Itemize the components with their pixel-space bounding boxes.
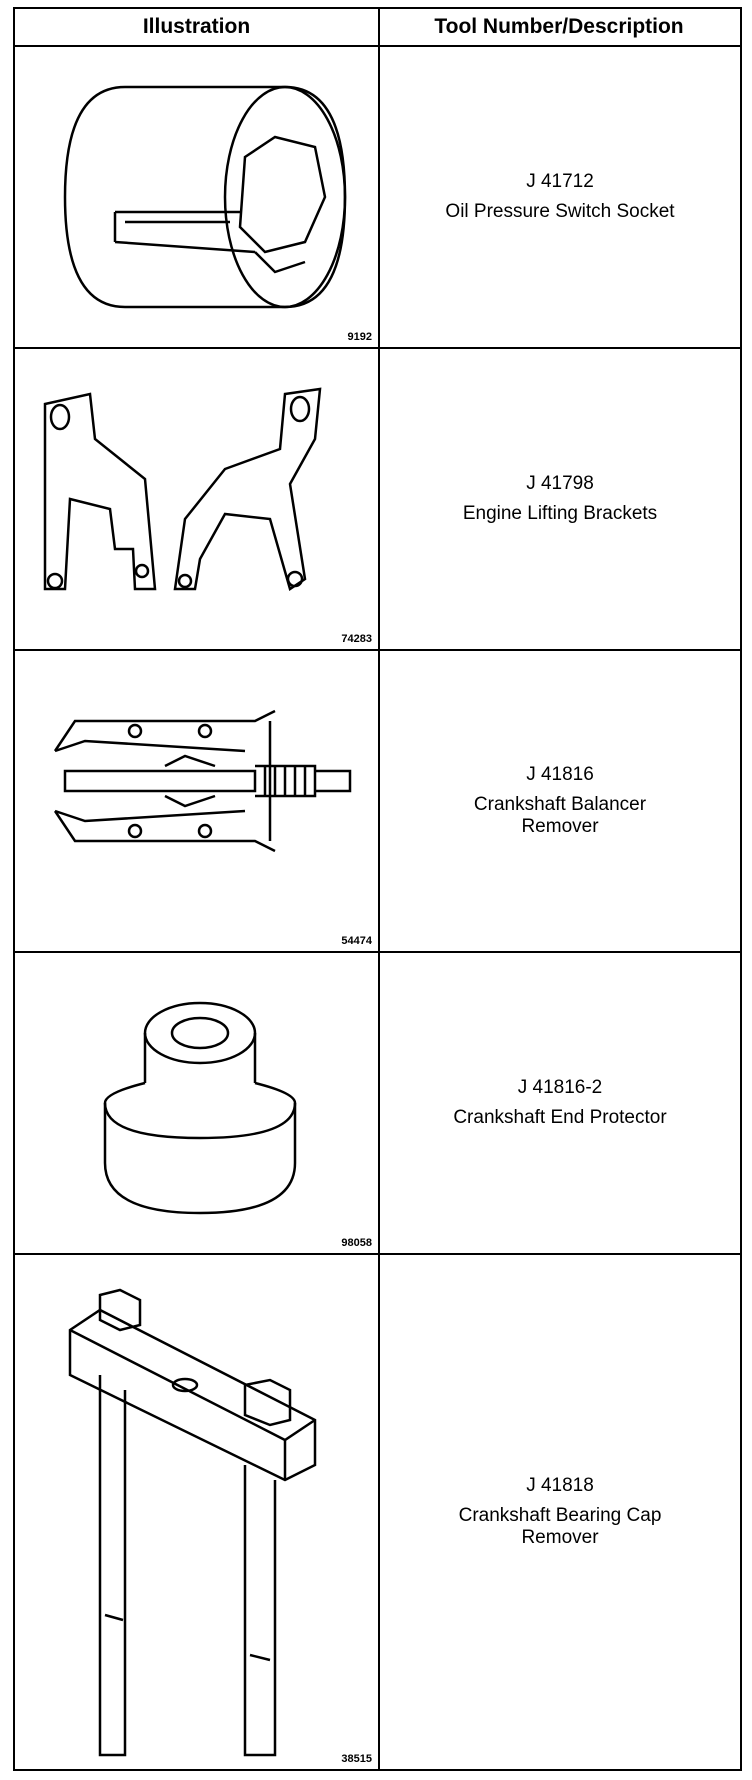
tool-description: Oil Pressure Switch Socket: [445, 201, 675, 222]
description-cell: J 41798 Engine Lifting Brackets: [380, 349, 740, 649]
tool-description: Crankshaft Bearing Cap Remover: [458, 1505, 662, 1548]
table-row: 74283 J 41798 Engine Lifting Brackets: [15, 349, 740, 651]
table-header: Illustration Tool Number/Description: [15, 9, 740, 47]
figure-number: 74283: [341, 633, 372, 645]
tool-number: J 41798: [526, 473, 594, 494]
lifting-bracket-icon: [43, 387, 322, 591]
header-illustration: Illustration: [142, 15, 251, 38]
illustration-cell: 98058: [15, 953, 378, 1253]
table-row: 54474 J 41816 Crankshaft Balancer Remove…: [15, 651, 740, 953]
column-divider: [378, 9, 380, 1769]
illustration-cell: 74283: [15, 349, 378, 649]
puller-icon: [53, 709, 352, 853]
end-protector-icon: [103, 1001, 297, 1215]
illustration-cell: 38515: [15, 1255, 378, 1769]
tool-number: J 41712: [526, 171, 594, 192]
tool-description: Engine Lifting Brackets: [462, 503, 658, 524]
description-cell: J 41818 Crankshaft Bearing Cap Remover: [380, 1255, 740, 1769]
table-row: 9192 J 41712 Oil Pressure Switch Socket: [15, 47, 740, 349]
tool-description: Crankshaft Balancer Remover: [473, 794, 647, 837]
tool-number: J 41816-2: [517, 1077, 603, 1098]
figure-number: 9192: [347, 331, 372, 343]
header-tool-number: Tool Number/Description: [434, 15, 684, 38]
figure-number: 54474: [341, 935, 372, 947]
table-row: 98058 J 41816-2 Crankshaft End Protector: [15, 953, 740, 1255]
illustration-cell: 9192: [15, 47, 378, 347]
tool-number: J 41816: [526, 764, 594, 785]
figure-number: 38515: [341, 1753, 372, 1765]
tool-table: Illustration Tool Number/Description 919…: [13, 7, 742, 1771]
description-cell: J 41816 Crankshaft Balancer Remover: [380, 651, 740, 951]
socket-icon: [63, 85, 347, 309]
description-cell: J 41816-2 Crankshaft End Protector: [380, 953, 740, 1253]
bearing-cap-remover-icon: [68, 1288, 317, 1757]
tool-number: J 41818: [526, 1475, 594, 1496]
illustration-cell: 54474: [15, 651, 378, 951]
description-cell: J 41712 Oil Pressure Switch Socket: [380, 47, 740, 347]
tool-description: Crankshaft End Protector: [453, 1107, 667, 1128]
figure-number: 98058: [341, 1237, 372, 1249]
table-row: 38515 J 41818 Crankshaft Bearing Cap Rem…: [15, 1255, 740, 1769]
